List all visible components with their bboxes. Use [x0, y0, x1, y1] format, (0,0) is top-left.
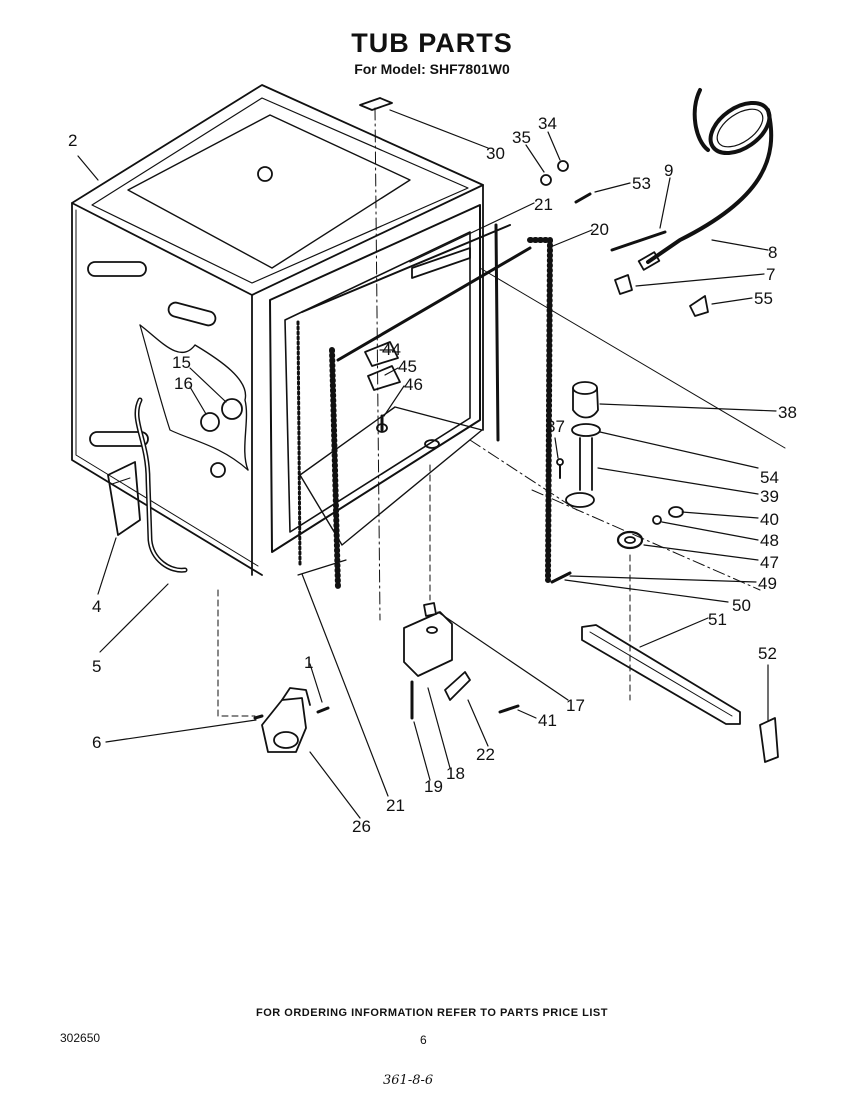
callout-50: 50 — [732, 596, 751, 615]
callout-47: 47 — [760, 553, 779, 572]
water-valve — [217, 589, 330, 753]
callout-38: 38 — [778, 403, 797, 422]
callout-35: 35 — [512, 128, 531, 147]
callout-7: 7 — [766, 265, 775, 284]
callout-5: 5 — [92, 657, 101, 676]
callout-15: 15 — [172, 353, 191, 372]
callout-19: 19 — [424, 777, 443, 796]
callout-37: 37 — [546, 417, 565, 436]
fill-hose — [107, 397, 188, 573]
callout-55: 55 — [754, 289, 773, 308]
callout-22: 22 — [476, 745, 495, 764]
callout-48: 48 — [760, 531, 779, 550]
callout-45: 45 — [398, 357, 417, 376]
document-number: 302650 — [60, 1031, 101, 1045]
drain-hose — [610, 88, 774, 317]
callout-54: 54 — [760, 468, 779, 487]
callout-20: 20 — [590, 220, 609, 239]
callout-49: 49 — [758, 574, 777, 593]
ordering-info-footer: FOR ORDERING INFORMATION REFER TO PARTS … — [256, 1007, 608, 1019]
callout-46: 46 — [404, 375, 423, 394]
callout-18: 18 — [446, 764, 465, 783]
rack-rail — [581, 554, 779, 763]
callout-51: 51 — [708, 610, 727, 629]
callout-30: 30 — [486, 144, 505, 163]
callout-41: 41 — [538, 711, 557, 730]
tub-shell — [71, 84, 553, 621]
callout-52: 52 — [758, 644, 777, 663]
callout-44: 44 — [382, 340, 401, 359]
page-number: 6 — [420, 1033, 427, 1047]
callout-2: 2 — [68, 131, 77, 150]
callout-4: 4 — [92, 597, 101, 616]
page-title: TUB PARTS — [351, 28, 513, 58]
handwritten-note: 361-8-6 — [383, 1073, 434, 1088]
callout-21-lower: 21 — [386, 796, 405, 815]
callout-6: 6 — [92, 733, 101, 752]
callout-39: 39 — [760, 487, 779, 506]
callout-labels: 2 30 35 34 53 9 21 20 8 7 55 44 45 46 15… — [68, 114, 797, 836]
callout-26: 26 — [352, 817, 371, 836]
wash-arm-assembly — [469, 267, 786, 591]
callout-40: 40 — [760, 510, 779, 529]
callout-34: 34 — [538, 114, 557, 133]
callout-9: 9 — [664, 161, 673, 180]
leader-lines — [77, 109, 777, 819]
callout-17: 17 — [566, 696, 585, 715]
callout-8: 8 — [768, 243, 777, 262]
callout-1: 1 — [304, 653, 313, 672]
float-switch — [403, 464, 520, 720]
model-subtitle: For Model: SHF7801W0 — [354, 61, 510, 77]
fasteners — [364, 160, 592, 433]
callout-16: 16 — [174, 374, 193, 393]
callout-21-upper: 21 — [534, 195, 553, 214]
callout-53: 53 — [632, 174, 651, 193]
